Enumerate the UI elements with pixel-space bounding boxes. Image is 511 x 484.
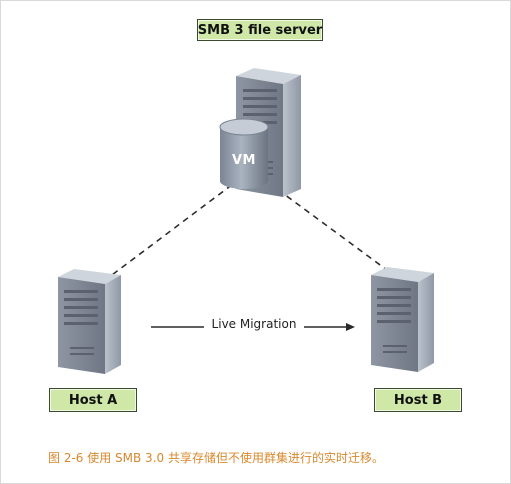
file-server-label: SMB 3 file server xyxy=(197,19,323,41)
figure-caption: 图 2-6 使用 SMB 3.0 共享存储但不使用群集进行的实时迁移。 xyxy=(48,451,384,465)
live-migration-label: Live Migration xyxy=(204,317,304,331)
host-a-server-icon xyxy=(58,269,121,374)
host-a-label: Host A xyxy=(49,388,137,412)
host-b-label: Host B xyxy=(374,388,462,412)
migration-arrowhead xyxy=(346,323,355,331)
dashed-link-host-a-server xyxy=(103,183,234,282)
vm-label: VM xyxy=(232,153,256,168)
dashed-link-server-host-b xyxy=(268,182,392,274)
host-b-server-icon xyxy=(371,267,434,372)
vm-storage-cylinder-icon xyxy=(219,118,269,189)
